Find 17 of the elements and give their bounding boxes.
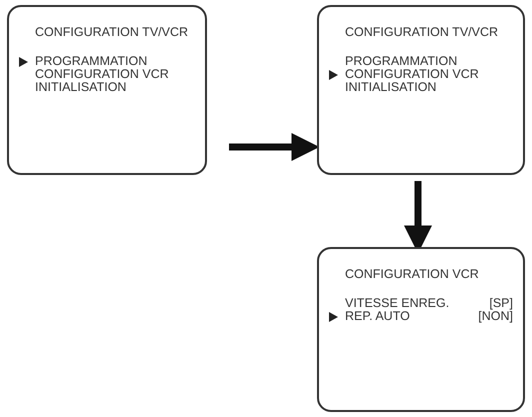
menu-item: INITIALISATION [35, 81, 126, 94]
menu-item: VITESSE ENREG. [345, 297, 450, 310]
menu-title: CONFIGURATION TV/VCR [345, 25, 498, 39]
menu-item: PROGRAMMATION [345, 55, 458, 68]
screen-box [7, 5, 207, 175]
screen-box [317, 5, 525, 175]
menu-item: REP. AUTO [345, 310, 410, 323]
menu-title: CONFIGURATION VCR [345, 267, 479, 281]
menu-item: CONFIGURATION VCR [345, 68, 479, 81]
screen-box [317, 247, 525, 412]
menu-title: CONFIGURATION TV/VCR [35, 25, 188, 39]
menu-item: PROGRAMMATION [35, 55, 148, 68]
menu-value: [SP] [489, 297, 513, 310]
menu-item: INITIALISATION [345, 81, 436, 94]
menu-value: [NON] [478, 310, 513, 323]
menu-item: CONFIGURATION VCR [35, 68, 169, 81]
arrow [229, 133, 320, 161]
